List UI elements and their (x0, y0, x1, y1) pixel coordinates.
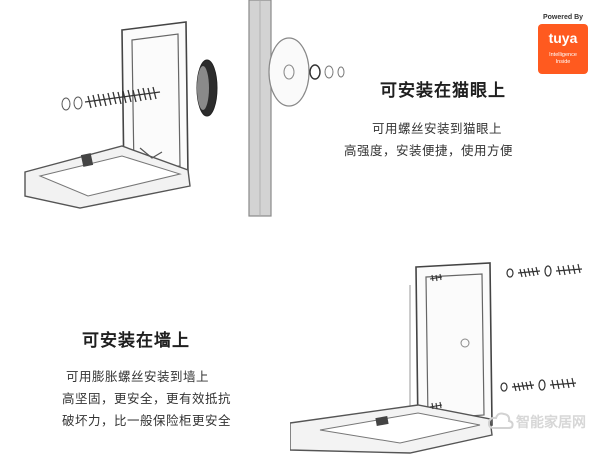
tuya-sub-label: Intelligence Inside (541, 52, 585, 66)
cloud-watermark-icon (488, 412, 514, 429)
wall-section-line3: 破坏力，比一般保险柜更安全 (62, 413, 232, 428)
tuya-logo-icon: tuya Intelligence Inside (538, 24, 588, 74)
wall-section-title: 可安装在墙上 (82, 331, 190, 351)
tuya-badge: Powered By tuya Intelligence Inside (534, 14, 592, 74)
peephole-mount-illustration (24, 21, 218, 209)
tuya-sub-line1: Intelligence (549, 52, 577, 58)
powered-by-label: Powered By (542, 14, 584, 21)
tuya-brand-label: tuya (548, 30, 578, 46)
wall-section-line2: 高坚固，更安全，更有效抵抗 (62, 391, 232, 406)
watermark: 智能家居网 (488, 404, 598, 438)
tuya-sub-line2: Inside (555, 59, 571, 65)
peephole-section-line1: 可用螺丝安装到猫眼上 (372, 121, 503, 136)
wall-mount-illustration (290, 262, 583, 454)
door-wall-section-illustration (248, 0, 345, 217)
wall-section-line1: 可用膨胀螺丝安装到墙上 (66, 369, 210, 384)
peephole-section-title: 可安装在猫眼上 (380, 81, 506, 101)
peephole-section-line2: 高强度，安装便捷，使用方便 (344, 143, 514, 158)
watermark-text: 智能家居网 (516, 415, 586, 431)
